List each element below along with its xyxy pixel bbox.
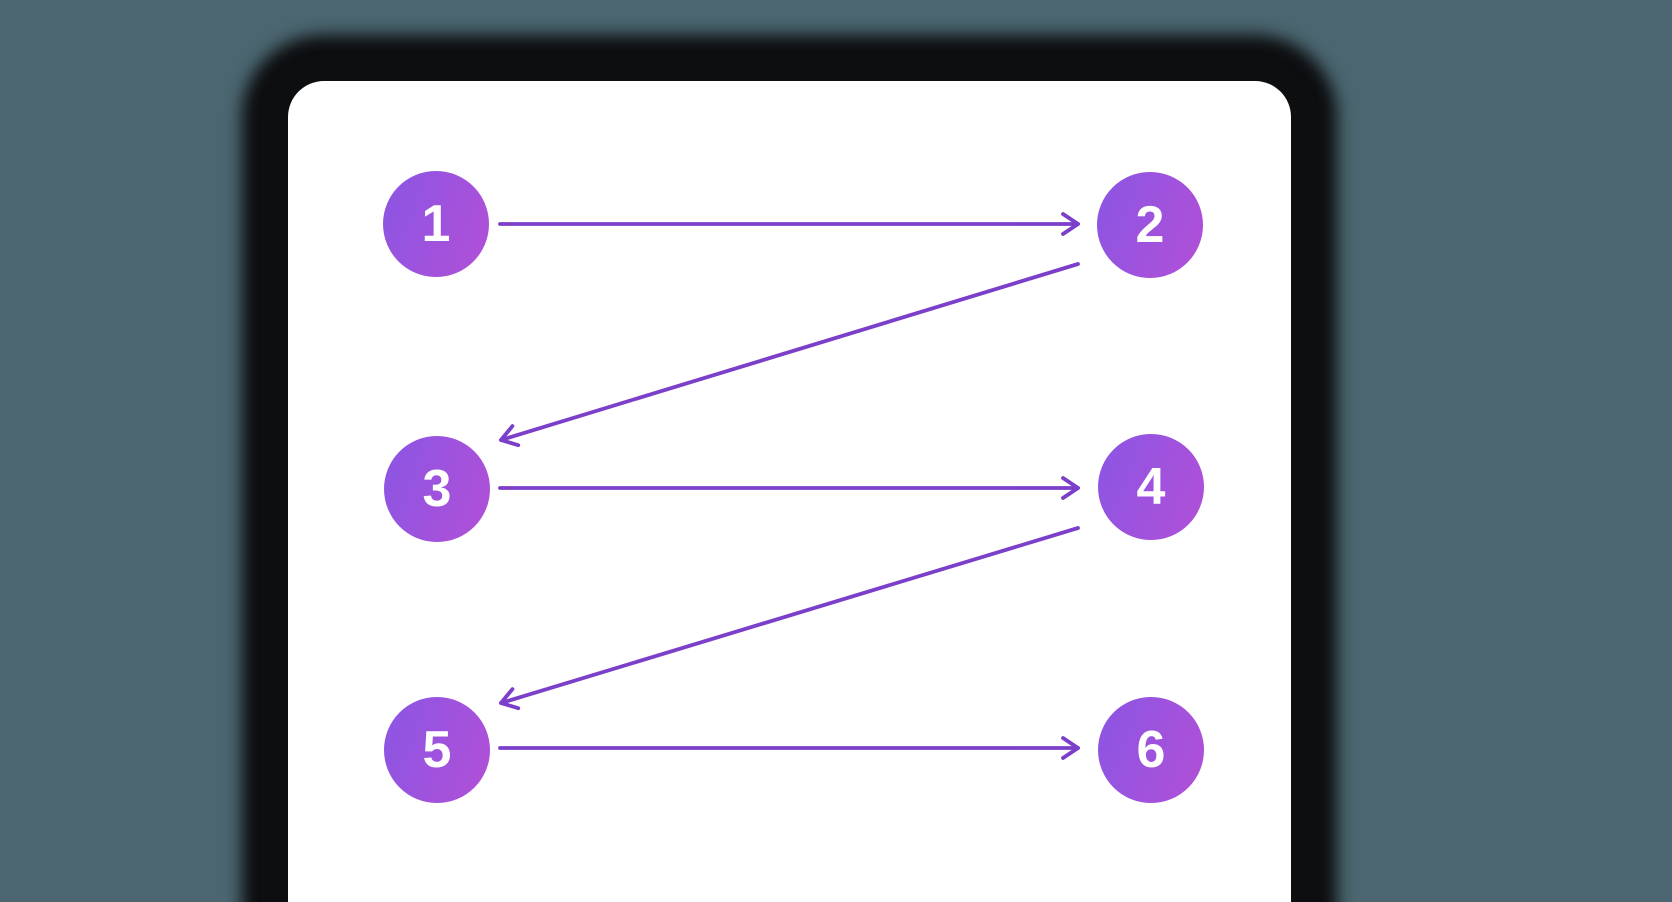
step-node-1: 1 — [383, 171, 489, 277]
step-node-6: 6 — [1098, 697, 1204, 803]
step-node-3: 3 — [384, 436, 490, 542]
step-node-4: 4 — [1098, 434, 1204, 540]
step-node-5: 5 — [384, 697, 490, 803]
step-node-2: 2 — [1097, 172, 1203, 278]
